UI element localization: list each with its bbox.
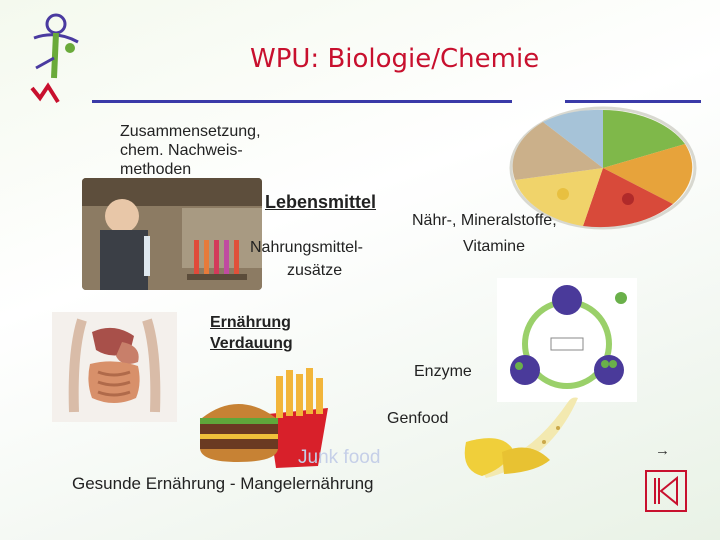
additives-line-2: zusätze [287,262,343,279]
composition-line-2: chem. Nachweis- [120,142,243,159]
enzyme-diagram-image [497,278,637,402]
nutrients-line-2: Vitamine [463,238,525,255]
logo-figure-icon [14,8,94,108]
title-underline [92,100,512,103]
nutrients-line-1: Nähr-, Mineralstoffe, [412,212,557,229]
enzymes-label: Enzyme [414,363,472,380]
end-slide-icon[interactable] [645,470,687,512]
burger-fries-image [188,362,348,472]
food-plate-photo [503,104,703,230]
composition-line-1: Zusammensetzung, [120,123,261,140]
title-underline-right [565,100,701,103]
center-label-lebensmittel: Lebensmittel [265,192,377,212]
digestion-line-1: Ernährung [210,314,291,331]
composition-line-3: methoden [120,161,192,178]
bottom-line: Gesunde Ernährung - Mangelernährung [72,474,374,493]
banana-image [440,382,605,488]
slide-title: WPU: Biologie/Chemie [250,44,540,74]
junkfood-label: Junk food [298,447,381,468]
lab-student-photo [82,178,262,290]
digestive-system-image [52,312,177,422]
additives-line-1: Nahrungsmittel- [250,239,363,256]
genfood-label: Genfood [387,410,449,427]
next-arrow-icon[interactable]: → [655,442,670,459]
digestion-line-2: Verdauung [210,335,293,352]
